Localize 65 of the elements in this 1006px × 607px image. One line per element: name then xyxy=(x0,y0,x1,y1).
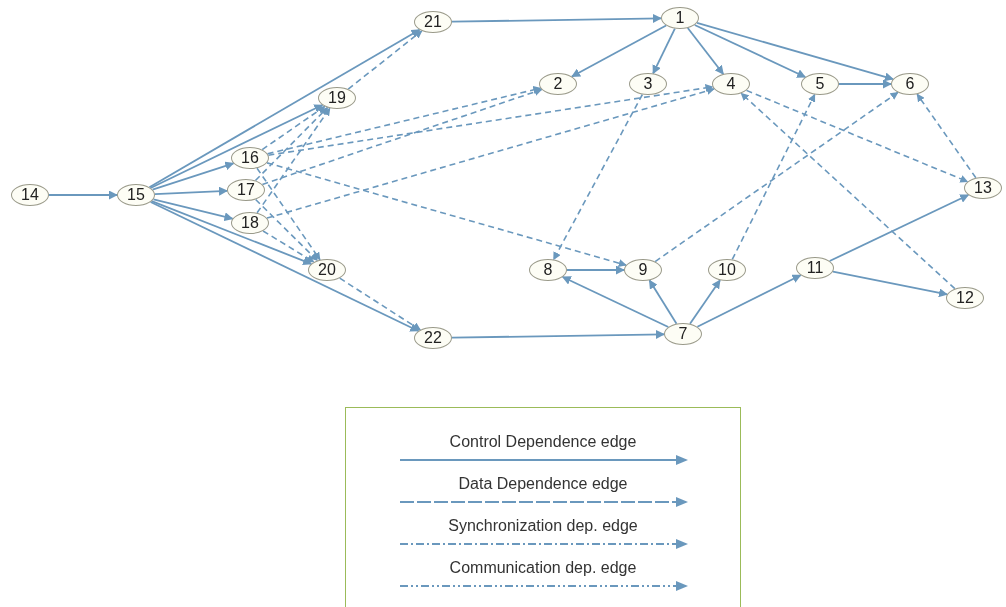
node-ellipse: 4 xyxy=(712,73,750,95)
arrow xyxy=(693,24,807,78)
arrow xyxy=(148,28,421,189)
node-ellipse: 6 xyxy=(891,73,929,95)
arrow xyxy=(266,162,627,267)
arrow xyxy=(338,277,422,331)
arrow xyxy=(566,265,625,275)
arrow xyxy=(838,79,892,89)
node-ellipse: 22 xyxy=(414,327,452,349)
arrow xyxy=(451,329,665,339)
node-ellipse: 15 xyxy=(117,184,155,206)
arrow xyxy=(689,279,721,325)
arrow xyxy=(552,93,644,261)
arrow xyxy=(149,201,420,332)
arrow xyxy=(347,30,423,90)
node-ellipse: 21 xyxy=(414,11,452,33)
node-ellipse: 10 xyxy=(708,259,746,281)
arrow xyxy=(561,276,670,328)
arrow xyxy=(916,93,977,179)
arrow xyxy=(571,24,667,78)
arrow xyxy=(150,200,313,266)
arrow xyxy=(696,274,802,328)
arrow xyxy=(696,22,894,82)
node-ellipse: 14 xyxy=(11,184,49,206)
arrow xyxy=(648,279,678,325)
legend-text: Communication dep. edge xyxy=(449,558,637,578)
node-ellipse: 2 xyxy=(539,73,577,95)
arrow xyxy=(828,194,970,262)
arrow xyxy=(267,83,714,156)
node-ellipse: 8 xyxy=(529,259,567,281)
node-ellipse: 12 xyxy=(946,287,984,309)
legend-text: Synchronization dep. edge xyxy=(448,516,638,536)
node-ellipse: 5 xyxy=(801,73,839,95)
arrow xyxy=(256,107,331,214)
arrow xyxy=(745,89,969,183)
node-ellipse: 17 xyxy=(227,179,265,201)
arrow xyxy=(149,104,324,189)
arrow xyxy=(654,91,899,263)
node-ellipse: 20 xyxy=(308,259,346,281)
arrow xyxy=(261,105,326,151)
node-ellipse: 7 xyxy=(664,323,702,345)
node-ellipse: 9 xyxy=(624,259,662,281)
arrow xyxy=(261,88,543,186)
legend-text: Data Dependence edge xyxy=(458,474,628,494)
arrow xyxy=(256,167,321,261)
node-ellipse: 16 xyxy=(231,147,269,169)
arrow xyxy=(266,87,715,219)
node-ellipse: 3 xyxy=(629,73,667,95)
arrow xyxy=(731,93,816,261)
node-ellipse: 13 xyxy=(964,177,1002,199)
arrow xyxy=(832,270,948,298)
arrow xyxy=(262,230,315,263)
arrow xyxy=(451,13,662,23)
arrow xyxy=(686,27,725,75)
node-ellipse: 1 xyxy=(661,7,699,29)
arrow xyxy=(154,186,228,196)
arrow xyxy=(152,198,234,222)
arrow xyxy=(652,27,676,75)
node-ellipse: 19 xyxy=(318,87,356,109)
arrow xyxy=(151,161,235,191)
arrow xyxy=(48,190,118,200)
arrow xyxy=(740,92,956,290)
legend-text: Control Dependence edge xyxy=(449,432,637,452)
node-ellipse: 18 xyxy=(231,212,269,234)
node-ellipse: 11 xyxy=(796,257,834,279)
